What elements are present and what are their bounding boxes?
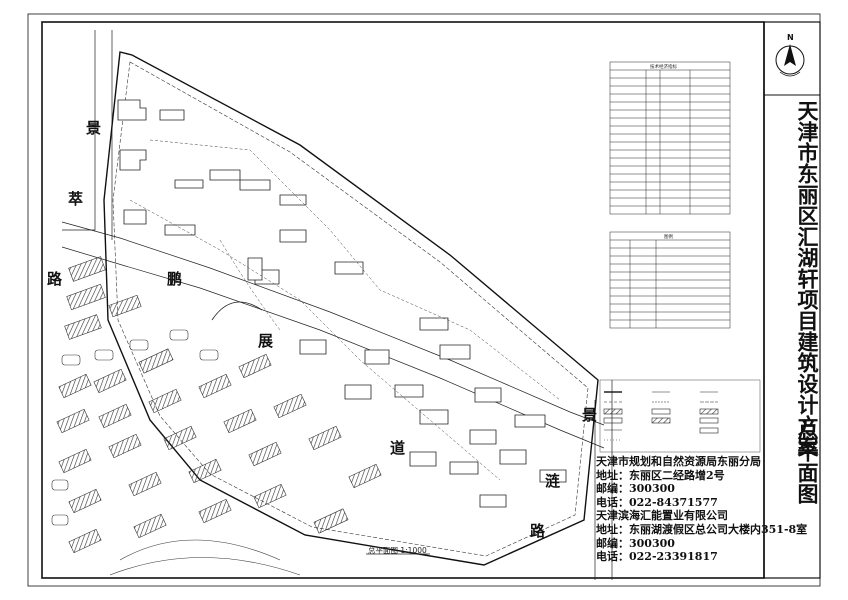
info-line-8: 电话：022-23391817	[596, 550, 718, 564]
road-label-right-2: 涟	[545, 472, 561, 490]
road-label-diagonal-3: 道	[390, 439, 406, 457]
tech-index-table	[609, 61, 731, 215]
north-arrow	[775, 44, 805, 77]
info-line-1: 天津市规划和自然资源局东丽分局	[596, 455, 761, 468]
info-line-6: 地址：东丽湖渡假区总公司大楼内351-8室	[596, 522, 808, 536]
road-label-left-2: 萃	[68, 190, 84, 208]
info-line-7: 邮编：300300	[596, 536, 675, 550]
road-label-diagonal-1: 鹏	[167, 270, 183, 288]
north-label: N	[787, 33, 794, 42]
road-label-left-3: 路	[47, 270, 63, 288]
surrounding-hollow-buildings	[51, 329, 301, 576]
info-line-4: 电话：022-84371577	[596, 495, 718, 509]
entrance-arc	[211, 301, 263, 321]
site-boundary-dashed	[112, 61, 589, 557]
info-block: 天津市规划和自然资源局东丽分局 地址：东丽区二经路增2号 邮编：300300 电…	[596, 455, 808, 564]
symbol-legend	[599, 379, 761, 453]
drawing-title: 总平面图	[795, 420, 820, 504]
site-boundary	[103, 51, 599, 566]
legend-table-title: 图例	[664, 235, 673, 240]
project-title: 天津市东丽区汇湖轩项目建筑设计方案	[795, 100, 820, 457]
site-inner-lines	[129, 139, 561, 481]
road-label-left-1: 景	[86, 119, 102, 137]
site-buildings	[117, 99, 567, 508]
scale-label: 总平面图 1:1000	[368, 546, 427, 555]
road-label-right-1: 景	[582, 406, 598, 424]
legend-table	[609, 231, 731, 329]
info-line-3: 邮编：300300	[596, 482, 675, 496]
road-label-diagonal-2: 展	[258, 332, 274, 350]
surrounding-buildings	[56, 256, 382, 554]
info-line-5: 天津滨海汇能置业有限公司	[596, 509, 728, 523]
roads	[61, 30, 613, 580]
road-label-right-3: 路	[530, 522, 546, 540]
info-line-2: 地址：东丽区二经路增2号	[596, 468, 725, 482]
tech-table-title: 技术经济指标	[650, 65, 677, 70]
title-column	[763, 21, 821, 579]
